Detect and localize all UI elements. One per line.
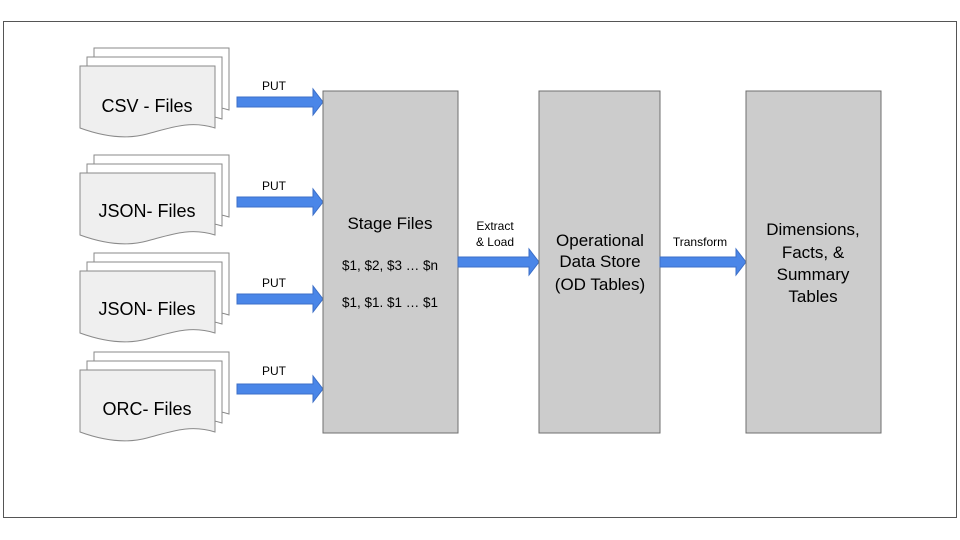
- arrow-label: PUT: [262, 79, 287, 93]
- ods-label-line-1: Operational: [556, 231, 644, 250]
- transform-arrow: Transform: [659, 235, 747, 277]
- arrow-label: PUT: [262, 364, 287, 378]
- ods-label-line-2: Data Store: [559, 252, 640, 271]
- source-label: JSON- Files: [98, 201, 195, 221]
- stage-files-box: Stage Files $1, $2, $3 … $n $1, $1. $1 ……: [322, 90, 459, 434]
- put-arrow-4: PUT: [236, 364, 324, 404]
- source-stack-orc: ORC- Files: [79, 351, 230, 442]
- arrow-label: PUT: [262, 179, 287, 193]
- put-arrow-1: PUT: [236, 79, 324, 117]
- put-arrow-3: PUT: [236, 276, 324, 314]
- dimensions-box: Dimensions, Facts, & Summary Tables: [745, 90, 882, 434]
- source-label: CSV - Files: [101, 96, 192, 116]
- arrow-label-line-2: & Load: [476, 235, 514, 249]
- source-stack-csv: CSV - Files: [79, 47, 230, 138]
- source-stack-json-1: JSON- Files: [79, 154, 230, 245]
- dims-label-line-3: Summary: [777, 265, 850, 284]
- arrow-label: PUT: [262, 276, 287, 290]
- source-label: ORC- Files: [103, 399, 192, 419]
- put-arrow-2: PUT: [236, 179, 324, 217]
- extract-load-arrow: Extract & Load: [457, 219, 540, 277]
- arrow-label-line-1: Extract: [476, 219, 514, 233]
- source-stack-json-2: JSON- Files: [79, 252, 230, 343]
- ods-box: Operational Data Store (OD Tables): [538, 90, 661, 434]
- dims-label-line-2: Facts, &: [782, 243, 845, 262]
- dims-label-line-4: Tables: [788, 287, 837, 306]
- arrow-label: Transform: [673, 235, 727, 249]
- stage-columns-line-2: $1, $1. $1 … $1: [342, 295, 438, 310]
- dims-label-line-1: Dimensions,: [766, 220, 860, 239]
- source-label: JSON- Files: [98, 299, 195, 319]
- ods-label-line-3: (OD Tables): [555, 275, 645, 294]
- diagram-frame: [3, 21, 957, 518]
- stage-title: Stage Files: [347, 214, 432, 233]
- stage-columns-line-1: $1, $2, $3 … $n: [342, 258, 438, 273]
